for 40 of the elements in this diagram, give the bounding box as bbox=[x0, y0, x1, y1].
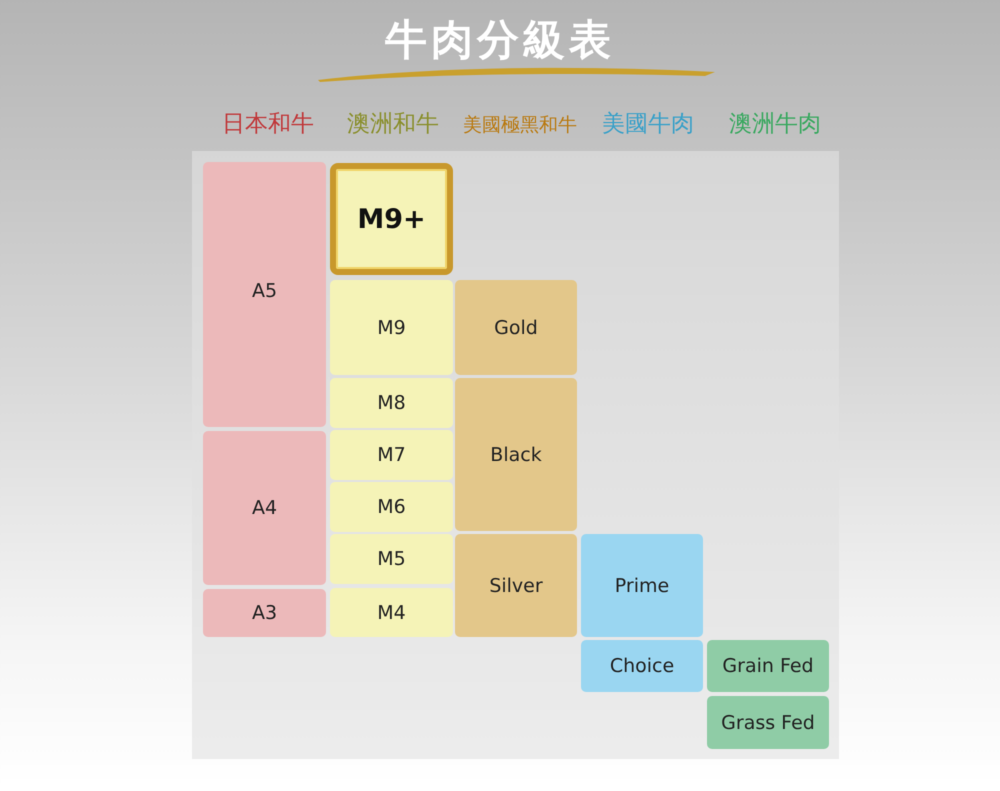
grade-box bbox=[203, 589, 326, 637]
grade-label: A3 bbox=[252, 602, 278, 624]
grade-label: A4 bbox=[252, 497, 278, 519]
grade-box bbox=[581, 534, 703, 637]
grade-label: Gold bbox=[494, 316, 538, 338]
grade-box bbox=[455, 378, 577, 531]
grade-box bbox=[455, 534, 577, 637]
grade-label: Grass Fed bbox=[721, 712, 815, 734]
grade-label: Prime bbox=[614, 574, 670, 596]
grade-box bbox=[330, 534, 453, 584]
grade-label: Choice bbox=[610, 655, 674, 677]
grade-label: M7 bbox=[377, 444, 406, 466]
grade-box bbox=[707, 640, 829, 692]
grade-box bbox=[455, 280, 577, 375]
grade-box bbox=[330, 482, 453, 532]
grade-label: A5 bbox=[252, 280, 278, 302]
title: 牛肉分級表 bbox=[384, 14, 616, 66]
grade-label: M5 bbox=[377, 548, 406, 570]
grade-box bbox=[203, 431, 326, 585]
grade-label: M4 bbox=[377, 602, 406, 624]
grade-label: M9 bbox=[377, 316, 406, 338]
column-header: 澳洲牛肉 bbox=[729, 110, 821, 139]
grade-label: Silver bbox=[489, 574, 543, 596]
grade-label: M9+ bbox=[357, 204, 426, 234]
column-header: 日本和牛 bbox=[222, 110, 314, 139]
grade-label: Grain Fed bbox=[722, 655, 814, 677]
grade-box bbox=[581, 640, 703, 692]
grade-label: Black bbox=[490, 444, 542, 466]
column-header: 澳洲和牛 bbox=[347, 110, 439, 139]
column-header: 美國牛肉 bbox=[602, 110, 694, 139]
grade-box bbox=[330, 588, 453, 637]
grade-box bbox=[707, 696, 829, 749]
grade-box bbox=[203, 162, 326, 427]
column-header: 美國極黑和牛 bbox=[463, 113, 577, 138]
grade-box bbox=[330, 430, 453, 480]
grade-label: M8 bbox=[377, 392, 406, 414]
grade-box bbox=[330, 163, 453, 275]
grade-box bbox=[330, 378, 453, 428]
grade-label: M6 bbox=[377, 496, 406, 518]
grade-box bbox=[330, 280, 453, 375]
